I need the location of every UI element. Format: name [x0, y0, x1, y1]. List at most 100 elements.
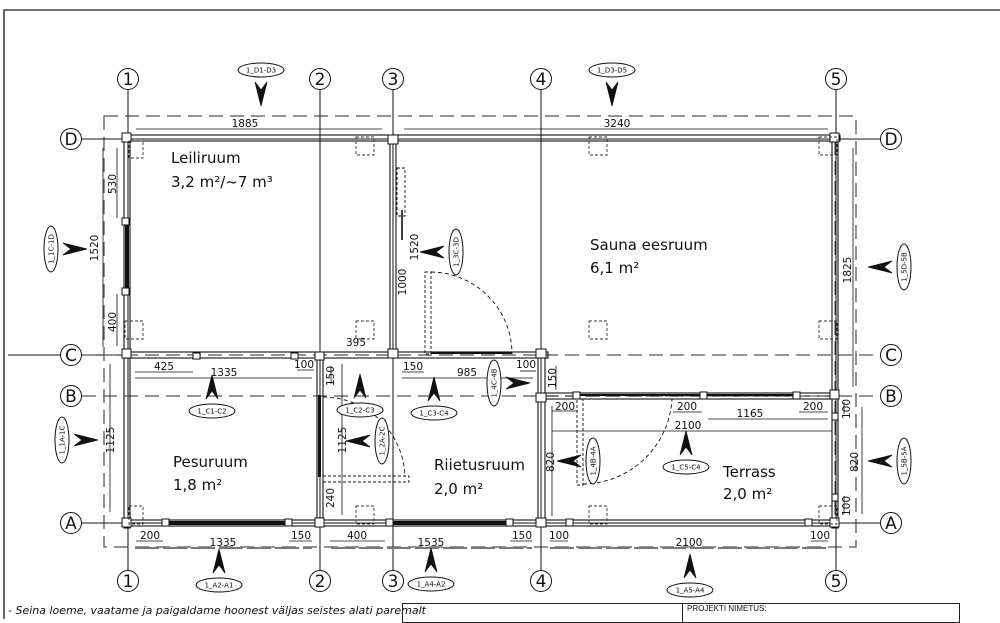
- section-marker: 1_4C-4B: [486, 359, 531, 407]
- post-markers: [121, 132, 840, 528]
- section-arrow-icon: [556, 454, 582, 468]
- dim-1335-a: 1335: [210, 537, 237, 549]
- door-terrace: [576, 398, 584, 486]
- dim-200-b2: 200: [677, 401, 697, 413]
- section-tag-ellipse: [407, 576, 455, 592]
- section-tag-ellipse: [585, 437, 601, 485]
- room-name-pesuruum: Pesuruum: [173, 453, 248, 471]
- dim-150-c3: 150: [547, 368, 559, 388]
- room-area-sauna-eesruum: 6,1 m²: [590, 259, 639, 277]
- grid-bubble: [117, 68, 139, 90]
- grid-label: A: [65, 514, 77, 534]
- section-tag-label: 1_5D-5B: [901, 252, 909, 282]
- grid-label: 5: [831, 572, 842, 592]
- grid-label: C: [885, 346, 897, 366]
- section-tag-ellipse: [448, 228, 464, 276]
- dim-1535: 1535: [418, 537, 445, 549]
- section-tag-ellipse: [54, 416, 70, 464]
- section-tag-label: 1_3C-3D: [453, 237, 461, 267]
- dim-150-a2: 150: [512, 530, 532, 542]
- title-block-project-cell: PROJEKTI NIMETUS:: [682, 603, 963, 623]
- section-arrow-icon: [505, 376, 531, 390]
- room-area-pesuruum: 1,8 m²: [173, 476, 222, 494]
- dim-1335-c: 1335: [211, 367, 238, 379]
- dim-240: 240: [325, 488, 337, 508]
- door-swing-sauna: [430, 271, 513, 355]
- room-name-leiliruum: Leiliruum: [171, 149, 241, 167]
- door-sauna-eesruum: [424, 271, 432, 355]
- dim-1125-inner: 1125: [337, 427, 349, 454]
- section-arrow-icon: [427, 376, 441, 402]
- dim-top-2: 3240: [604, 118, 631, 130]
- section-arrow-icon: [867, 260, 893, 274]
- dim-left-400: 400: [107, 312, 119, 332]
- grid-bubble: [825, 570, 847, 592]
- section-tag-label: 1_D3-D5: [597, 67, 627, 75]
- room-area-leiliruum: 3,2 m²/~7 m³: [171, 173, 273, 191]
- dim-200-a: 200: [140, 530, 160, 542]
- grid-bubble: [880, 344, 902, 366]
- grid-bubble: [309, 68, 331, 90]
- section-arrow-icon: [205, 374, 219, 400]
- section-tag-label: 1_A5-A4: [676, 587, 705, 595]
- dim-985: 985: [457, 367, 477, 379]
- dim-400-a: 400: [347, 530, 367, 542]
- section-tag-ellipse: [195, 577, 243, 593]
- dim-200-b3: 200: [803, 401, 823, 413]
- grid-bubble: [880, 128, 902, 150]
- grid-label: 3: [388, 572, 399, 592]
- grid-label: B: [65, 387, 77, 407]
- grid-label: D: [884, 130, 897, 150]
- dimension-lines: [102, 128, 863, 542]
- dim-1165: 1165: [737, 408, 764, 420]
- section-tag-ellipse: [374, 417, 390, 465]
- grid-bubble: [530, 570, 552, 592]
- section-tag-label: 1_C5-C4: [671, 464, 701, 472]
- grid-bubble: [60, 385, 82, 407]
- dim-100-c2: 100: [516, 359, 536, 371]
- section-arrow-icon: [683, 553, 697, 579]
- grid-axis-2: 22: [309, 68, 331, 592]
- section-marker: 1_A2-A1: [195, 548, 243, 593]
- section-marker: 1_C2-C3: [336, 373, 384, 418]
- dim-1000: 1000: [397, 269, 409, 296]
- grid-axis-3: 33: [382, 68, 404, 592]
- section-marker: 1_4B-4A: [556, 437, 601, 485]
- section-tag-label: 1_4B-4A: [590, 446, 598, 475]
- window-leiliruum: [125, 222, 129, 290]
- section-tag-label: 1_A4-A2: [417, 581, 446, 589]
- section-marker: 1_2A-2C: [345, 417, 390, 465]
- room-labels: Leiliruum 3,2 m²/~7 m³ Sauna eesruum 6,1…: [171, 149, 776, 503]
- section-tag-label: 1_C3-C4: [419, 410, 449, 418]
- section-tag-ellipse: [896, 437, 912, 485]
- grid-bubble: [825, 68, 847, 90]
- dim-2100-b: 2100: [675, 420, 702, 432]
- grid-bubble: [117, 570, 139, 592]
- grid-axis-4: 44: [530, 68, 552, 592]
- wall-d: [123, 134, 841, 142]
- project-name-label: PROJEKTI NIMETUS:: [687, 604, 767, 613]
- section-arrow-icon: [867, 454, 893, 468]
- section-tag-label: 1_A2-A1: [205, 582, 234, 590]
- window-riietusruum: [390, 521, 508, 525]
- dim-1825: 1825: [842, 257, 854, 284]
- foundation-blocks: [124, 136, 838, 525]
- section-tag-label: 1_C1-C2: [197, 408, 226, 416]
- section-tag-ellipse: [486, 359, 502, 407]
- grid-bubble: [530, 68, 552, 90]
- grid-label: 2: [315, 70, 326, 90]
- section-tag-label: 1_2A-2C: [379, 426, 387, 455]
- section-arrow-icon: [353, 373, 367, 399]
- grid-label: 2: [315, 572, 326, 592]
- grid-label: 3: [388, 70, 399, 90]
- dim-left-1520: 1520: [89, 235, 101, 262]
- section-marker: 1_A5-A4: [666, 553, 714, 598]
- grid-label: B: [885, 387, 897, 407]
- section-tag-ellipse: [666, 582, 714, 598]
- dim-1520-inner: 1520: [409, 234, 421, 261]
- dim-left-530: 530: [107, 174, 119, 194]
- grid-label: 1: [123, 572, 134, 592]
- section-marker: 1_D3-D5: [588, 62, 636, 107]
